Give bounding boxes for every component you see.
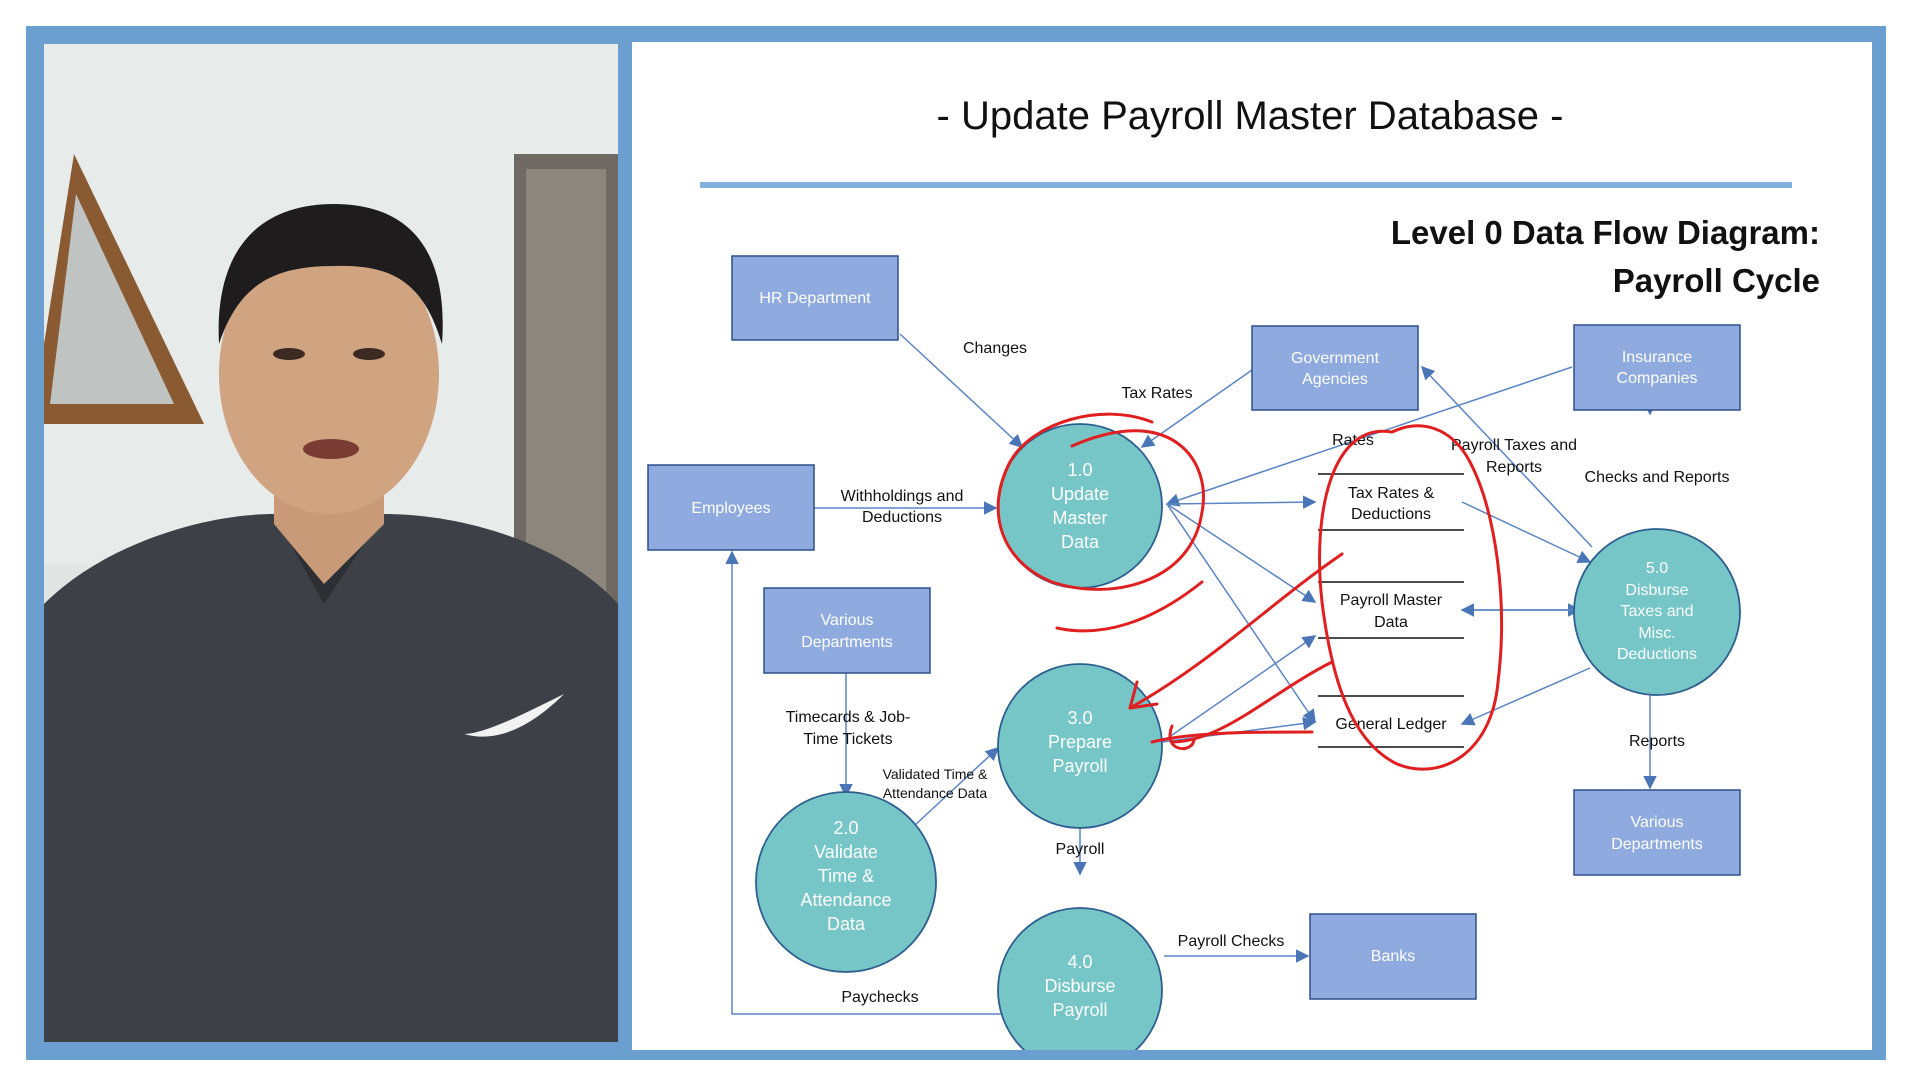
label-checks-reports: Checks and Reports: [1585, 469, 1730, 486]
annotation-oval-stores: [1318, 424, 1503, 771]
shirt: [44, 514, 618, 1042]
flow-p1-s1: [1166, 495, 1317, 509]
label-timecards-line1: Timecards & Job-: [786, 709, 911, 726]
slide-panel: - Update Payroll Master Database - Level…: [632, 42, 1872, 1050]
flow-validated: [913, 746, 1000, 827]
process-5-line4: Misc.: [1638, 625, 1675, 642]
label-withholdings-line2: Deductions: [862, 509, 942, 526]
annotation-circle-tail: [1055, 580, 1204, 633]
presenter-video: [44, 44, 618, 1042]
process-3-line1: 3.0: [1067, 708, 1092, 728]
process-5-line1: 5.0: [1646, 560, 1668, 577]
entity-employees-label: Employees: [691, 500, 770, 517]
label-changes: Changes: [963, 340, 1027, 357]
flow-p3-s2: [1161, 635, 1317, 743]
annotation-circle-process-1: [996, 412, 1205, 591]
entity-gov-label-line2: Agencies: [1302, 371, 1368, 388]
annotation-arrow-2: [1170, 660, 1334, 744]
external-entities: [647, 255, 1741, 1000]
label-reports: Reports: [1629, 733, 1685, 750]
store-tax-rates-line2: Deductions: [1351, 506, 1431, 523]
entity-various-bottom-line1: Various: [1630, 814, 1683, 831]
annotation-arrow-1: [1128, 552, 1344, 710]
entity-gov-label-line1: Government: [1291, 350, 1380, 367]
flow-rates: [1165, 366, 1573, 507]
face: [219, 234, 439, 514]
process-4-line1: 4.0: [1067, 952, 1092, 972]
process-1-line4: Data: [1061, 532, 1100, 552]
flow-p1-s3: [1166, 503, 1316, 724]
flow-changes: [899, 333, 1024, 449]
process-4-line3: Payroll: [1052, 1000, 1107, 1020]
annotation-arrowhead-1: [1128, 680, 1159, 710]
processes: [755, 423, 1741, 1050]
entity-employees: [647, 464, 815, 551]
process-5-line2: Disburse: [1625, 582, 1688, 599]
title-underline: [700, 182, 1792, 188]
entity-various-departments-top: [763, 587, 931, 674]
entity-ins-label-line1: Insurance: [1622, 349, 1692, 366]
slide-title: - Update Payroll Master Database -: [937, 94, 1564, 138]
label-payroll-taxes-line2: Reports: [1486, 459, 1542, 476]
presenter-image: [44, 44, 618, 1042]
process-1-line2: Update: [1051, 484, 1109, 504]
annotation-squiggle: [1168, 724, 1196, 750]
store-payroll-master-line2: Data: [1374, 614, 1408, 631]
process-3-line2: Prepare: [1048, 732, 1112, 752]
entity-various-top-line2: Departments: [801, 634, 893, 651]
label-validated-line1: Validated Time &: [883, 766, 988, 782]
process-5-line5: Deductions: [1617, 646, 1697, 663]
hair: [218, 204, 443, 344]
label-payroll-taxes-line1: Payroll Taxes and: [1451, 437, 1577, 454]
label-tax-rates: Tax Rates: [1121, 385, 1192, 402]
label-timecards-line2: Time Tickets: [803, 731, 892, 748]
process-3-prepare-payroll: [997, 663, 1163, 829]
entity-government-agencies: [1251, 325, 1419, 411]
diagram-heading-line1: Level 0 Data Flow Diagram:: [1391, 214, 1820, 251]
entity-various-departments-bottom: [1573, 789, 1741, 876]
entity-banks: [1309, 913, 1477, 1000]
process-1-line3: Master: [1052, 508, 1107, 528]
shirt-logo: [464, 694, 564, 737]
process-1-line1: 1.0: [1067, 460, 1092, 480]
label-payroll: Payroll: [1056, 841, 1105, 858]
diagram-heading-line2: Payroll Cycle: [1613, 262, 1820, 299]
entity-banks-label: Banks: [1371, 948, 1415, 965]
flow-paychecks: [725, 550, 1016, 1015]
process-2-validate-time: [755, 791, 937, 973]
label-paychecks: Paychecks: [841, 989, 918, 1006]
process-4-line2: Disburse: [1044, 976, 1115, 996]
process-2-line2: Validate: [814, 842, 878, 862]
store-tax-rates-line1: Tax Rates &: [1348, 485, 1435, 502]
process-2-line3: Time &: [818, 866, 874, 886]
entity-various-bottom-line2: Departments: [1611, 836, 1703, 853]
annotation-arrow-3: [1150, 730, 1314, 744]
flow-s1-p5: [1461, 501, 1592, 564]
flow-p1-s2: [1166, 503, 1317, 603]
flow-lines: [725, 333, 1657, 1015]
label-withholdings-line1: Withholdings and: [841, 488, 964, 505]
process-5-line3: Taxes and: [1621, 603, 1694, 620]
process-5-disburse-taxes: [1573, 528, 1741, 696]
flow-payroll-taxes: [1420, 365, 1593, 548]
data-stores: [1318, 473, 1464, 748]
store-payroll-master-line1: Payroll Master: [1340, 592, 1443, 609]
entity-hr-department: [731, 255, 899, 341]
flow-p5-s3: [1460, 667, 1591, 726]
red-annotations: [996, 412, 1503, 771]
entity-various-top-line1: Various: [820, 612, 873, 629]
entity-ins-label-line2: Companies: [1617, 370, 1698, 387]
entity-hr-label: HR Department: [759, 290, 871, 307]
entity-insurance-companies: [1573, 324, 1741, 411]
dfd-diagram: - Update Payroll Master Database - Level…: [647, 94, 1820, 1050]
process-2-line5: Data: [827, 914, 866, 934]
store-general-ledger: General Ledger: [1335, 716, 1447, 733]
label-validated-line2: Attendance Data: [883, 785, 988, 801]
process-4-disburse-payroll: [997, 907, 1163, 1050]
label-payroll-checks: Payroll Checks: [1178, 933, 1285, 950]
process-3-line3: Payroll: [1052, 756, 1107, 776]
process-2-line1: 2.0: [833, 818, 858, 838]
process-2-line4: Attendance: [800, 890, 891, 910]
